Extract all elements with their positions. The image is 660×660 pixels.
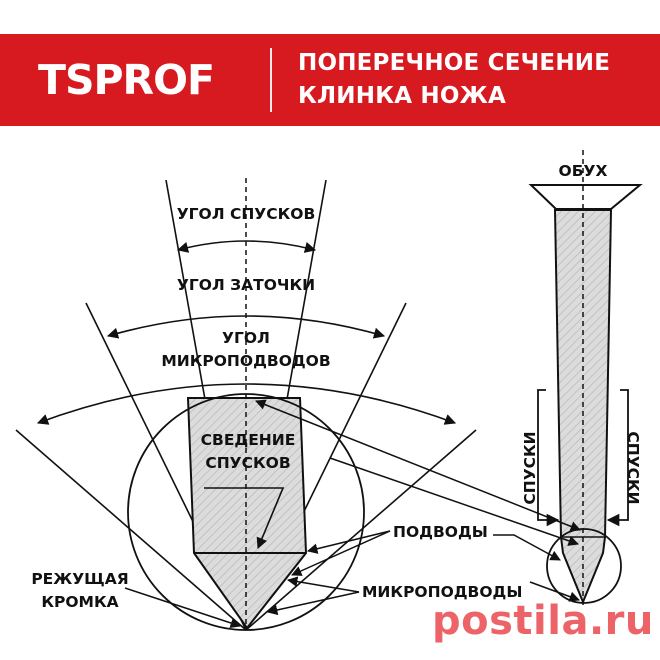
page-title: ПОПЕРЕЧНОЕ СЕЧЕНИЕ КЛИНКА НОЖА [298,47,610,113]
left-bevel-bracket [537,389,560,527]
blade-profile-group: ОБУХ СПУСКИ СПУСКИ [493,150,643,605]
microbevel-ray-left [15,429,247,631]
sharpening-angle-arc [106,315,386,339]
brand-logo: TSPROF [38,56,215,104]
page-title-line-1: ПОПЕРЕЧНОЕ СЕЧЕНИЕ [298,50,611,76]
blade-tip-zoom-circle [546,528,622,604]
header-banner: TSPROF ПОПЕРЕЧНОЕ СЕЧЕНИЕ КЛИНКА НОЖА [0,34,660,126]
spine-bracket [528,184,643,210]
label-microbevel-angle-2: МИКРОПОДВОДОВ [161,352,330,370]
label-bevels-right: СПУСКИ [624,431,642,504]
watermark: postila.ru [432,598,654,644]
tip-leader-micro [529,581,580,602]
leader-microbevels-a [286,576,360,593]
label-secondary-bevels: ПОДВОДЫ [393,523,488,541]
page-title-line-2: КЛИНКА НОЖА [298,83,506,109]
label-sharpening-angle: УГОЛ ЗАТОЧКИ [177,276,315,294]
leader-microbevels-b [266,591,360,616]
leader-secondary-bevels-b [291,530,391,576]
connector-secondary-bevels [329,457,579,546]
leader-cutting-edge [124,587,241,629]
right-bevel-bracket [606,389,629,527]
edge-geometry-group: УГОЛ СПУСКОВ УГОЛ ЗАТОЧКИ УГОЛ МИКРОПОДВ… [15,178,522,631]
connector-convergence [255,399,581,532]
label-cutting-edge-2: КРОМКА [41,593,118,611]
tip-leader-secondary [493,534,561,561]
label-bevels-left: СПУСКИ [521,431,539,504]
leader-secondary-bevels-a [306,530,391,554]
label-microbevel-angle-1: УГОЛ [222,329,270,347]
header-divider [270,48,272,112]
label-microbevels: МИКРОПОДВОДЫ [362,583,522,601]
primary-bevel-angle-arc [176,240,317,253]
label-cutting-edge-1: РЕЖУЩАЯ [31,570,128,588]
label-bevel-convergence-1: СВЕДЕНИЕ [201,431,296,449]
label-primary-bevel-angle: УГОЛ СПУСКОВ [177,205,316,223]
label-bevel-convergence-2: СПУСКОВ [205,454,290,472]
